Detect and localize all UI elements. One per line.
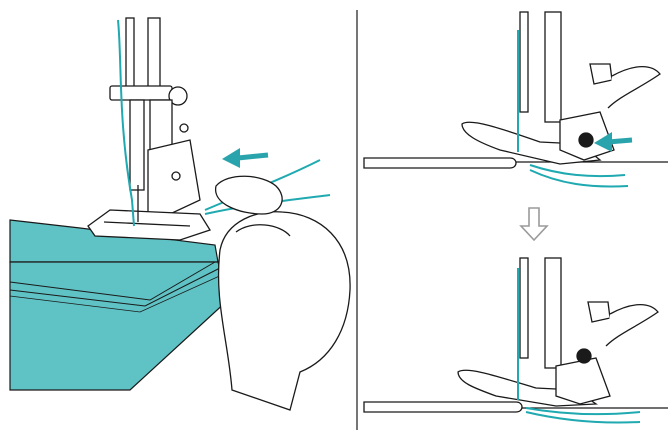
hand	[215, 175, 351, 411]
fabric-fold-edge-2	[9, 267, 221, 307]
fabric-bottom-layer	[9, 261, 229, 391]
presser-foot-top	[461, 11, 661, 165]
fabric-top-layer	[9, 219, 219, 263]
bottom-threads-tail	[525, 407, 641, 424]
arrow-left-icon-top	[594, 132, 633, 152]
presser-foot-bottom	[457, 257, 659, 407]
arrow-down-outline-icon	[519, 207, 549, 242]
presser-assembly	[87, 17, 211, 241]
arrow-left-icon	[222, 148, 269, 168]
right-top-panel	[363, 11, 668, 188]
fabric-fold-bottom	[363, 401, 523, 413]
right-bottom-panel	[363, 257, 668, 424]
top-threads-tail	[529, 164, 629, 188]
fabric-fold-top	[363, 157, 517, 169]
fabric-fold-edge-3	[9, 273, 225, 313]
left-panel	[9, 17, 351, 411]
fabric-fold-edge	[9, 261, 216, 301]
